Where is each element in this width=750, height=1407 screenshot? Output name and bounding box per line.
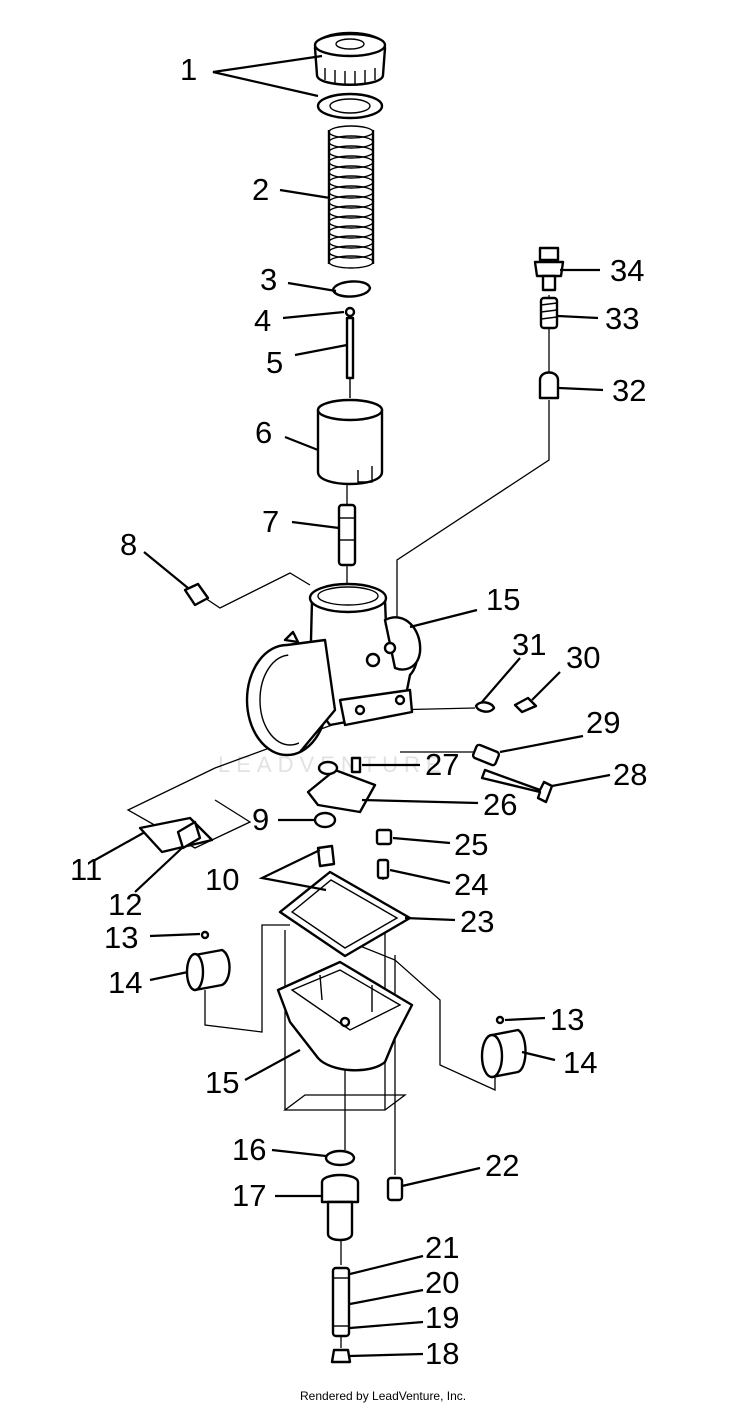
part-24-pilot-jet <box>376 858 390 880</box>
part-6-throttle-slide <box>316 398 384 486</box>
part-34-fitting <box>533 246 565 292</box>
part-27-pin <box>350 756 362 774</box>
part-5-needle <box>345 316 355 398</box>
part-28-idle-screw <box>480 768 554 804</box>
label-21: 21 <box>425 1230 459 1265</box>
part-8-pilot-screw <box>183 582 210 607</box>
label-27: 27 <box>425 747 459 782</box>
label-2: 2 <box>252 172 269 207</box>
label-33: 33 <box>605 301 639 336</box>
label-30: 30 <box>566 640 600 675</box>
part-31-o-ring <box>474 701 496 713</box>
part-15-carburetor-body <box>245 582 422 757</box>
label-24: 24 <box>454 867 488 902</box>
footer-credit: Rendered by LeadVenture, Inc. <box>300 1389 466 1403</box>
part-17-drain-plug <box>320 1173 360 1242</box>
label-5: 5 <box>266 345 283 380</box>
label-11: 11 <box>70 852 102 887</box>
label-7: 7 <box>262 504 279 539</box>
part-2-spring <box>327 125 375 269</box>
label-20: 20 <box>425 1265 459 1300</box>
part-18-nut <box>330 1348 352 1364</box>
label-13a: 13 <box>104 920 138 955</box>
part-7-needle-jet <box>337 503 357 567</box>
part-22-screw <box>386 1176 404 1202</box>
part-11-12-float-arm <box>138 816 214 854</box>
label-26: 26 <box>483 787 517 822</box>
label-29: 29 <box>586 705 620 740</box>
label-9: 9 <box>252 802 269 837</box>
part-14-float-right <box>480 1028 527 1079</box>
part-3-clip <box>331 280 372 298</box>
label-15a: 15 <box>486 582 520 617</box>
label-14a: 14 <box>108 965 142 1000</box>
part-1-cap <box>313 31 387 86</box>
part-13-pin-right <box>495 1015 505 1025</box>
label-18: 18 <box>425 1336 459 1371</box>
part-13-pin-left <box>200 930 210 940</box>
label-16: 16 <box>232 1132 266 1167</box>
label-12: 12 <box>108 887 142 922</box>
label-28: 28 <box>613 757 647 792</box>
label-13b: 13 <box>550 1002 584 1037</box>
label-23: 23 <box>460 904 494 939</box>
label-17: 17 <box>232 1178 266 1213</box>
label-1: 1 <box>180 52 197 87</box>
part-32-plunger <box>538 371 560 400</box>
part-30-air-screw <box>513 696 538 714</box>
label-15b: 15 <box>205 1065 239 1100</box>
label-32: 32 <box>612 373 646 408</box>
part-16-o-ring <box>324 1149 356 1167</box>
label-25: 25 <box>454 827 488 862</box>
label-8: 8 <box>120 527 137 562</box>
label-6: 6 <box>255 415 272 450</box>
label-14b: 14 <box>563 1045 597 1080</box>
part-4-e-clip <box>344 306 356 318</box>
part-1-washer <box>316 92 384 120</box>
label-4: 4 <box>254 303 271 338</box>
part-number-labels: 1 2 3 4 5 6 7 8 15 31 30 29 28 27 26 9 2… <box>70 52 647 1371</box>
label-34: 34 <box>610 253 644 288</box>
part-29-spring <box>471 743 501 767</box>
part-19-21-drain-tube <box>331 1266 351 1338</box>
label-3: 3 <box>260 262 277 297</box>
label-19: 19 <box>425 1300 459 1335</box>
label-31: 31 <box>512 627 546 662</box>
leader-lines <box>94 54 611 1358</box>
part-14-float-left <box>185 948 231 992</box>
part-33-spring <box>539 296 559 330</box>
label-10: 10 <box>205 862 239 897</box>
label-22: 22 <box>485 1148 519 1183</box>
part-15-float-bowl <box>276 960 414 1072</box>
part-25-main-jet <box>375 828 393 846</box>
